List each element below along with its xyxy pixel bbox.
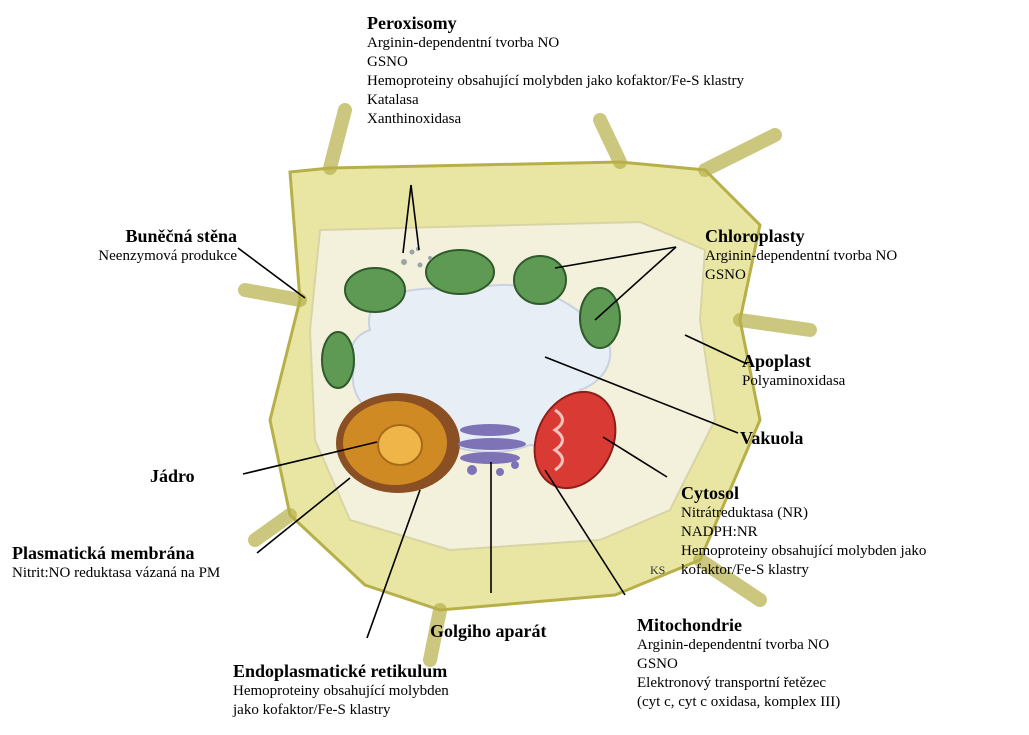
label-line: Katalasa bbox=[367, 91, 744, 110]
chloroplast bbox=[322, 332, 354, 388]
label-title: Mitochondrie bbox=[637, 614, 840, 636]
label-title: Vakuola bbox=[740, 427, 803, 449]
label-endoplasmaticke-retikulum: Endoplasmatické retikulum Hemoproteiny o… bbox=[233, 660, 449, 720]
label-chloroplasty: Chloroplasty Arginin-dependentní tvorba … bbox=[705, 225, 897, 285]
label-line: Polyaminoxidasa bbox=[742, 372, 845, 391]
label-line: Arginin-dependentní tvorba NO bbox=[367, 34, 744, 53]
label-line: Hemoproteiny obsahující molybden bbox=[233, 682, 449, 701]
label-title: Endoplasmatické retikulum bbox=[233, 660, 449, 682]
label-line: GSNO bbox=[637, 655, 840, 674]
label-line: Arginin-dependentní tvorba NO bbox=[705, 247, 897, 266]
chloroplast bbox=[514, 256, 566, 304]
chloroplast bbox=[345, 268, 405, 312]
nucleus bbox=[336, 393, 460, 493]
label-apoplast: Apoplast Polyaminoxidasa bbox=[742, 350, 845, 391]
chloroplast bbox=[580, 288, 620, 348]
artist-signature: KS bbox=[650, 563, 665, 577]
label-golgiho-aparat: Golgiho aparát bbox=[430, 620, 547, 642]
label-title: Golgiho aparát bbox=[430, 620, 547, 642]
label-vakuola: Vakuola bbox=[740, 427, 803, 449]
label-mitochondrie: Mitochondrie Arginin-dependentní tvorba … bbox=[637, 614, 840, 712]
label-title: Jádro bbox=[150, 465, 195, 487]
label-plasmaticka-membrana: Plasmatická membrána Nitrit:NO reduktasa… bbox=[12, 542, 220, 583]
label-line: Xanthinoxidasa bbox=[367, 110, 744, 129]
label-title: Plasmatická membrána bbox=[12, 542, 220, 564]
label-line: (cyt c, cyt c oxidasa, komplex III) bbox=[637, 693, 840, 712]
label-line: Arginin-dependentní tvorba NO bbox=[637, 636, 840, 655]
label-line: jako kofaktor/Fe-S klastry bbox=[233, 701, 449, 720]
label-line: Elektronový transportní řetězec bbox=[637, 674, 840, 693]
label-jadro: Jádro bbox=[150, 465, 195, 487]
label-line: Hemoproteiny obsahující molybden jako bbox=[681, 542, 926, 561]
label-line: Neenzymová produkce bbox=[8, 247, 237, 266]
label-title: Cytosol bbox=[681, 482, 926, 504]
label-title: Peroxisomy bbox=[367, 12, 744, 34]
label-line: GSNO bbox=[367, 53, 744, 72]
label-line: kofaktor/Fe-S klastry bbox=[681, 561, 926, 580]
label-title: Apoplast bbox=[742, 350, 845, 372]
label-line: GSNO bbox=[705, 266, 897, 285]
label-title: Buněčná stěna bbox=[8, 225, 237, 247]
label-line: Nitrátreduktasa (NR) bbox=[681, 504, 926, 523]
label-line: Hemoproteiny obsahující molybden jako ko… bbox=[367, 72, 744, 91]
label-line: NADPH:NR bbox=[681, 523, 926, 542]
label-bunecna-stena: Buněčná stěna Neenzymová produkce bbox=[8, 225, 237, 266]
label-peroxisomy: Peroxisomy Arginin-dependentní tvorba NO… bbox=[367, 12, 744, 129]
label-title: Chloroplasty bbox=[705, 225, 897, 247]
chloroplast bbox=[426, 250, 494, 294]
label-line: Nitrit:NO reduktasa vázaná na PM bbox=[12, 564, 220, 583]
label-cytosol: Cytosol Nitrátreduktasa (NR) NADPH:NR He… bbox=[681, 482, 926, 580]
